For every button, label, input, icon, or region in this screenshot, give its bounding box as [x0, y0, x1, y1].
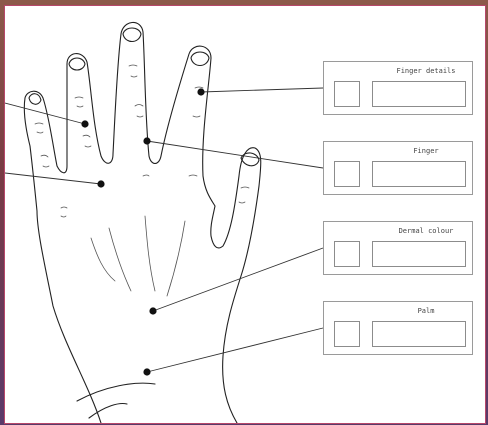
leader-line [147, 328, 323, 372]
panel-palm: Palm [323, 301, 473, 355]
color-swatch[interactable] [334, 81, 360, 107]
marker-dot [143, 137, 150, 144]
panel-title: Finger [384, 147, 468, 155]
color-swatch[interactable] [334, 241, 360, 267]
marker-dot [197, 88, 204, 95]
leader-line [153, 248, 323, 311]
marker-dot [149, 307, 156, 314]
value-field[interactable] [372, 161, 466, 187]
leader-lines [5, 88, 323, 372]
panel-title: Finger details [384, 67, 468, 75]
marker-dots [81, 88, 204, 375]
marker-dot [97, 180, 104, 187]
nail-index [29, 94, 41, 105]
leader-line [147, 141, 323, 168]
value-field[interactable] [372, 321, 466, 347]
panel-finger-details: Finger details [323, 61, 473, 115]
marker-dot [143, 368, 150, 375]
nail-ring [123, 28, 141, 42]
diagram-sheet: Finger details Finger Dermal colour Palm [4, 5, 486, 424]
panel-title: Palm [384, 307, 468, 315]
leader-line [201, 88, 323, 92]
color-swatch[interactable] [334, 161, 360, 187]
value-field[interactable] [372, 81, 466, 107]
nail-middle [69, 58, 85, 70]
panel-finger: Finger [323, 141, 473, 195]
leader-line [5, 173, 101, 184]
nail-pinky [191, 52, 209, 66]
hand-outline [24, 22, 261, 423]
value-field[interactable] [372, 241, 466, 267]
nail-thumb [241, 153, 259, 166]
marker-dot [81, 120, 88, 127]
color-swatch[interactable] [334, 321, 360, 347]
panel-dermal-colour: Dermal colour [323, 221, 473, 275]
panel-title: Dermal colour [384, 227, 468, 235]
